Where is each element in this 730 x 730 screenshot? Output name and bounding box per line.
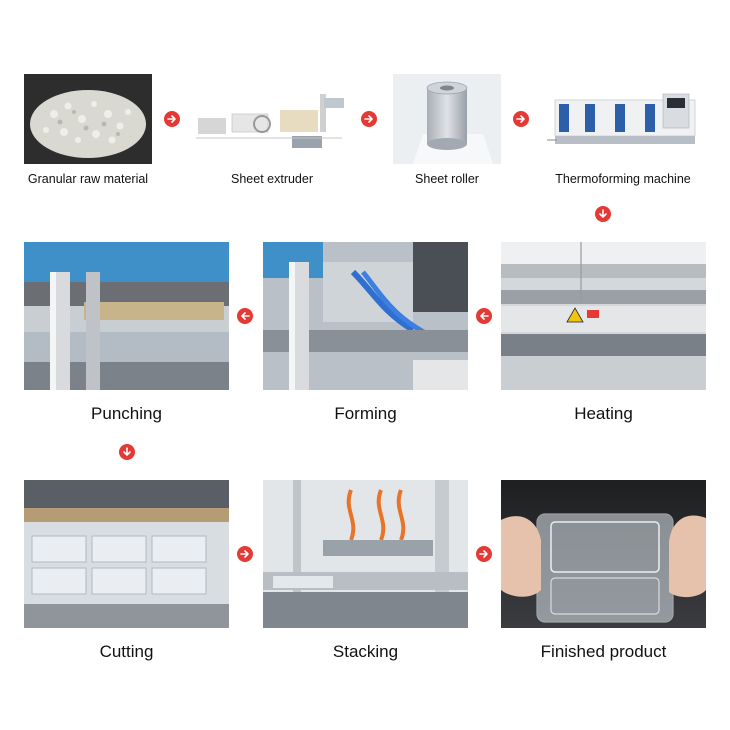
step-label-cutting: Cutting <box>99 642 154 661</box>
photo-stacking <box>263 480 468 628</box>
photo-cutting <box>24 480 229 628</box>
step-label-stacking: Stacking <box>332 642 399 661</box>
photo-punching <box>24 242 229 390</box>
photo-thermoforming-machine <box>545 74 700 164</box>
arrow-right-icon <box>476 546 492 562</box>
step-label-heating: Heating <box>574 404 633 423</box>
step-label-finished-product: Finished product <box>540 642 667 661</box>
photo-sheet-roller <box>393 74 501 164</box>
photo-granular-raw-material <box>24 74 152 164</box>
arrow-right-icon <box>237 546 253 562</box>
arrow-right-icon <box>513 111 529 127</box>
arrow-left-icon <box>476 308 492 324</box>
step-label-sheet-extruder: Sheet extruder <box>231 172 313 186</box>
arrow-down-icon <box>119 444 135 460</box>
photo-forming <box>263 242 468 390</box>
step-label-forming: Forming <box>334 404 397 423</box>
arrow-right-icon <box>361 111 377 127</box>
photo-heating <box>501 242 706 390</box>
step-label-sheet-roller: Sheet roller <box>415 172 479 186</box>
arrow-left-icon <box>237 308 253 324</box>
arrow-down-icon <box>595 206 611 222</box>
photo-finished-product <box>501 480 706 628</box>
step-label-granular-raw-material: Granular raw material <box>27 172 149 186</box>
step-label-thermoforming-machine: Thermoforming machine <box>555 172 691 186</box>
step-label-punching: Punching <box>91 404 162 423</box>
photo-sheet-extruder <box>192 74 352 164</box>
arrow-right-icon <box>164 111 180 127</box>
